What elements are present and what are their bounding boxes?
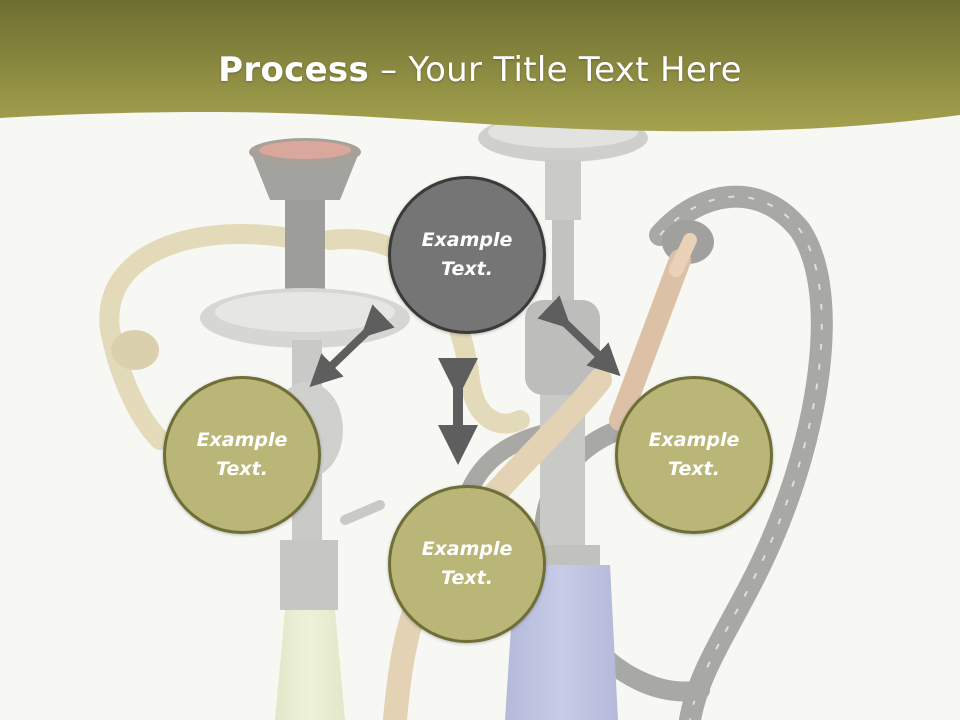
arrow-center-right-icon [537, 295, 621, 377]
process-step-left[interactable]: Example Text. [163, 376, 321, 534]
arrow-center-left-icon [309, 304, 395, 388]
header-band [0, 0, 960, 132]
circle-text-line1: Example [421, 538, 513, 560]
process-step-bottom[interactable]: Example Text. [388, 485, 546, 643]
title-rest: – Your Title Text Here [369, 50, 742, 90]
process-step-right[interactable]: Example Text. [615, 376, 773, 534]
process-center-circle[interactable]: Example Text. [388, 176, 546, 334]
circle-text-line1: Example [196, 429, 288, 451]
circle-text-line2: Text. [668, 458, 720, 480]
page-title: Process – Your Title Text Here [0, 50, 960, 90]
title-bold: Process [218, 50, 370, 90]
circle-text-line2: Text. [441, 567, 493, 589]
circle-text-line2: Text. [216, 458, 268, 480]
circle-text-line1: Example [648, 429, 740, 451]
circle-text-line1: Example [421, 229, 513, 251]
circle-text-line2: Text. [441, 258, 493, 280]
